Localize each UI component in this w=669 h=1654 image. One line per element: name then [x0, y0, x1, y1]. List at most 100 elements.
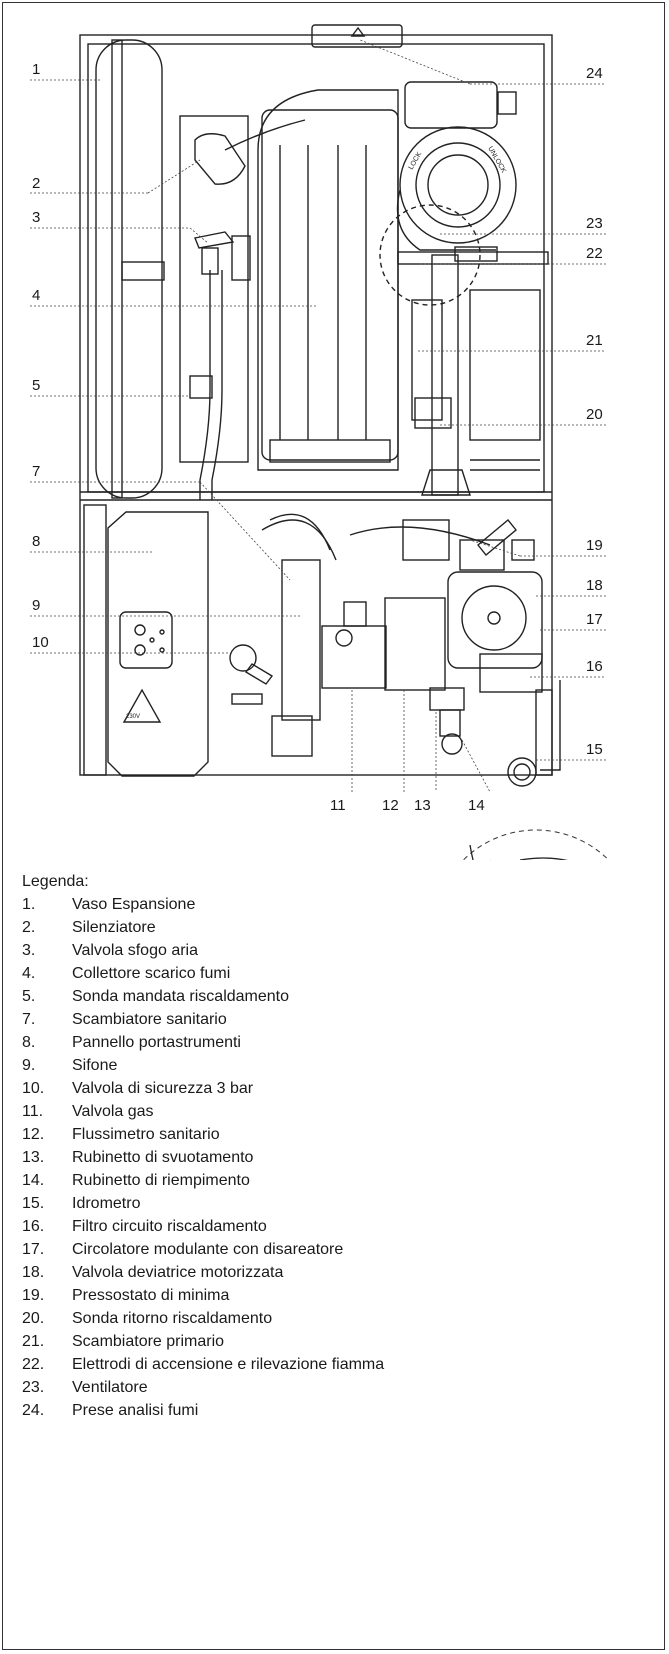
callout-22: 22	[586, 245, 603, 262]
legend-item: 4. Collettore scarico fumi	[22, 962, 384, 985]
legend-item: 7.Scambiatore sanitario	[22, 1008, 384, 1031]
legend-item-text: Sonda ritorno riscaldamento	[72, 1310, 273, 1327]
gas-valve	[321, 625, 387, 689]
legend-item-text: Silenziatore	[72, 919, 156, 936]
legend-item-text: Valvola sfogo aria	[72, 942, 198, 959]
circulator	[447, 571, 543, 669]
warning-triangle	[122, 688, 162, 723]
legend-item: 5.Sonda mandata riscaldamento	[22, 985, 384, 1008]
legend-item: 10.Valvola di sicurezza 3 bar	[22, 1077, 384, 1100]
legend-item-text: Circolatore modulante con disareatore	[72, 1241, 344, 1258]
callout-1: 1	[32, 61, 40, 78]
callout-21: 21	[586, 332, 603, 349]
heating-filter	[479, 653, 543, 693]
flow-probe	[189, 375, 213, 399]
callout-20: 20	[586, 406, 603, 423]
callout-8: 8	[32, 533, 40, 550]
electrode-zoom-area	[379, 204, 481, 306]
callout-4: 4	[32, 287, 40, 304]
legend-item-text: Elettrodi di accensione e rilevazione fi…	[72, 1356, 385, 1373]
legend-item-number: 24.	[22, 1402, 45, 1419]
legend-item-number: 3.	[22, 942, 36, 959]
flowmeter	[384, 597, 446, 691]
fill-tap	[441, 733, 463, 755]
legend-item: 11. Valvola gas	[22, 1100, 384, 1123]
legend-item-text: Collettore scarico fumi	[72, 965, 231, 982]
fan-lock-text: LOCK	[408, 151, 424, 171]
legend-item: 3. Valvola sfogo aria	[22, 939, 384, 962]
diverter-valve	[459, 539, 505, 571]
legend-item-text: Idrometro	[72, 1195, 141, 1212]
legend-item-text: Prese analisi fumi	[72, 1402, 199, 1419]
legend-item-number: 2.	[22, 919, 36, 936]
legend-item-number: 21.	[22, 1333, 45, 1350]
legend-item: 21.Scambiatore primario	[22, 1330, 384, 1353]
legend-item-number: 20.	[22, 1310, 45, 1327]
legend-item: 8. Pannello portastrumenti	[22, 1031, 384, 1054]
boiler-casing	[79, 34, 553, 776]
legend-item-text: Filtro circuito riscaldamento	[72, 1218, 267, 1235]
legend-item-text: Vaso Espansione	[72, 896, 196, 913]
legend-item: 12.Flussimetro sanitario	[22, 1123, 384, 1146]
legend-item-number: 13.	[22, 1149, 45, 1166]
legend: Legenda: 1. Vaso Espansione 2. Silenziatore…	[22, 870, 384, 1422]
legend-item-text: Rubinetto di svuotamento	[72, 1149, 254, 1166]
callout-7: 7	[32, 463, 40, 480]
electrode-inset: 22	[462, 829, 610, 860]
callout-23: 23	[586, 215, 603, 232]
legend-item-text: Pressostato di minima	[72, 1287, 230, 1304]
callout-11: 11	[330, 797, 346, 814]
callout-16: 16	[586, 658, 603, 675]
min-pressure-switch	[511, 539, 535, 561]
callout-18: 18	[586, 577, 603, 594]
legend-item: 22. Elettrodi di accensione e rilevazione…	[22, 1353, 384, 1376]
callout-14: 14	[468, 797, 485, 814]
callout-15: 15	[586, 741, 603, 758]
legend-item: 9.Sifone	[22, 1054, 384, 1077]
air-vent-valve	[194, 231, 235, 249]
expansion-vessel	[95, 39, 163, 499]
legend-item-number: 11.	[22, 1103, 44, 1120]
legend-item-number: 8.	[22, 1034, 36, 1051]
callout-12: 12	[382, 797, 399, 814]
callout-24: 24	[586, 65, 603, 82]
legend-item: 18.Valvola deviatrice motorizzata	[22, 1261, 384, 1284]
legend-item-number: 15.	[22, 1195, 45, 1212]
callout-17: 17	[586, 611, 603, 628]
boiler-exploded-diagram: 230V LOCK	[30, 24, 610, 860]
legend-item: 15. Idrometro	[22, 1192, 384, 1215]
legend-item: 17. Circolatore modulante con disareatore	[22, 1238, 384, 1261]
legend-title: Legenda:	[22, 873, 89, 890]
legend-item-number: 17.	[22, 1241, 45, 1258]
legend-item-number: 5.	[22, 988, 36, 1005]
legend-item: 24. Prese analisi fumi	[22, 1399, 384, 1422]
legend-item-text: Ventilatore	[72, 1379, 148, 1396]
legend-item-text: Pannello portastrumenti	[72, 1034, 241, 1051]
callout-9: 9	[32, 597, 40, 614]
legend-item-text: Sifone	[72, 1057, 118, 1074]
legend-item-number: 1.	[22, 896, 36, 913]
callout-13: 13	[414, 797, 431, 814]
legend-item-number: 14.	[22, 1172, 45, 1189]
siphon	[281, 559, 321, 721]
safety-valve	[229, 644, 257, 672]
legend-item-number: 23.	[22, 1379, 45, 1396]
callout-2: 2	[32, 175, 40, 192]
hydrometer	[507, 757, 537, 787]
legend-item-number: 7.	[22, 1011, 36, 1028]
callout-19: 19	[586, 537, 603, 554]
legend-item-text: Valvola gas	[72, 1103, 154, 1120]
return-probe	[414, 397, 452, 429]
legend-item: 19.Pressostato di minima	[22, 1284, 384, 1307]
legend-item-number: 10.	[22, 1080, 45, 1097]
legend-list: 1. Vaso Espansione 2. Silenziatore 3. Valvola…	[22, 893, 384, 1422]
callout-10: 10	[32, 634, 49, 651]
legend-item-number: 22.	[22, 1356, 45, 1373]
legend-item-number: 4.	[22, 965, 36, 982]
flue-collector	[257, 89, 399, 471]
legend-item: 13. Rubinetto di svuotamento	[22, 1146, 384, 1169]
legend-item: 1. Vaso Espansione	[22, 893, 384, 916]
warning-voltage: 230V	[126, 714, 140, 720]
flue-analysis-ports	[404, 81, 498, 129]
